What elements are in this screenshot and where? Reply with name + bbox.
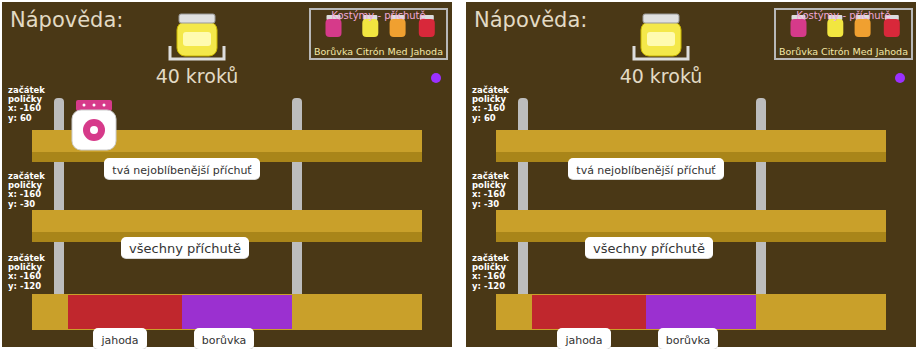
blueberry-bin: [646, 295, 756, 329]
costume-name: Citrón: [356, 46, 385, 57]
shelf-label: všechny příchutě: [585, 237, 713, 258]
bin-label: borůvka: [658, 328, 719, 349]
jam-jar: [72, 100, 116, 150]
costume-box: Kostýmy - příchutěBorůvkaCitrónMedJahoda: [309, 8, 448, 60]
shelf-start-note: začátek poličky x: -160 y: -30: [8, 172, 52, 209]
shelf-board: [496, 130, 886, 152]
shelf-start-note: začátek poličky x: -160 y: -120: [472, 254, 516, 291]
costume-name: Jahoda: [411, 46, 443, 57]
tag-text: tvá nejoblíbenější příchuť: [576, 164, 715, 177]
shelf-post: [54, 98, 64, 298]
costume-heading: Kostýmy - příchutě: [776, 10, 911, 21]
costume-row: BorůvkaCitrónMedJahoda: [314, 46, 443, 57]
shelf-board: [32, 294, 422, 330]
costume-name: Med: [853, 46, 873, 57]
tag-text: borůvka: [666, 334, 711, 347]
panel-title: Nápověda:: [10, 8, 123, 32]
shelf-post: [292, 98, 302, 298]
shelf-board: [496, 294, 886, 330]
panel-title: Nápověda:: [474, 8, 587, 32]
costume-name: Jahoda: [876, 46, 908, 57]
tag-text: všechny příchutě: [593, 241, 705, 256]
hint-panel: Nápověda: Kostýmy - příchutěBorůvkaCitrón…: [466, 2, 917, 347]
costume-name: Borůvka: [779, 46, 818, 57]
jar-icon: [634, 14, 688, 59]
shelf-label: tvá nejoblíbenější příchuť: [568, 158, 723, 179]
shelf-start-note: začátek poličky x: -160 y: -30: [472, 172, 516, 209]
shelf-label: všechny příchutě: [121, 237, 249, 258]
jar-icon: [170, 14, 224, 59]
hint-panel: Nápověda: Kostýmy - příchutěBorůvkaCitrón…: [2, 2, 452, 347]
costume-heading: Kostýmy - příchutě: [311, 10, 446, 21]
purple-dot: [431, 73, 441, 83]
costume-name: Med: [388, 46, 408, 57]
shelf-post: [518, 98, 528, 298]
bin-label: jahoda: [557, 328, 610, 349]
shelf-board: [32, 210, 422, 232]
tag-text: jahoda: [101, 334, 138, 347]
costume-name: Citrón: [821, 46, 850, 57]
tag-text: borůvka: [202, 334, 247, 347]
tag-text: tvá nejoblíbenější příchuť: [112, 164, 251, 177]
shelf-board: [496, 210, 886, 232]
shelf-post: [756, 98, 766, 298]
costume-row: BorůvkaCitrónMedJahoda: [779, 46, 908, 57]
strawberry-bin: [68, 295, 182, 329]
costume-name: Borůvka: [314, 46, 353, 57]
blueberry-bin: [182, 295, 292, 329]
shelf-start-note: začátek poličky x: -160 y: 60: [8, 86, 52, 123]
shelf-start-note: začátek poličky x: -160 y: -120: [8, 254, 52, 291]
tag-text: všechny příchutě: [129, 241, 241, 256]
tag-text: jahoda: [565, 334, 602, 347]
step-count: 40 kroků: [156, 65, 239, 87]
bin-label: jahoda: [93, 328, 146, 349]
purple-dot: [895, 73, 905, 83]
shelf-label: tvá nejoblíbenější příchuť: [104, 158, 259, 179]
strawberry-bin: [532, 295, 646, 329]
costume-box: Kostýmy - příchutěBorůvkaCitrónMedJahoda: [774, 8, 913, 60]
step-count: 40 kroků: [620, 65, 703, 87]
bin-label: borůvka: [194, 328, 255, 349]
shelf-start-note: začátek poličky x: -160 y: 60: [472, 86, 516, 123]
